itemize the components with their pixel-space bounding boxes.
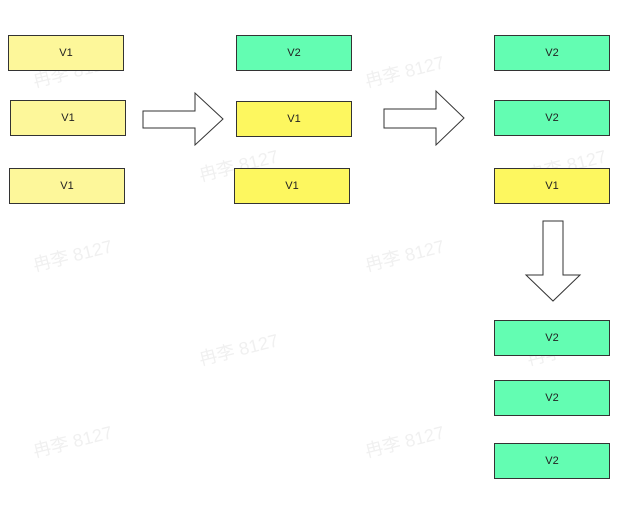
- watermark: 冉李 8127: [196, 330, 281, 370]
- stage1-box-3: V1: [9, 168, 125, 204]
- stage2-box-2: V1: [236, 101, 352, 137]
- watermark: 冉李 8127: [362, 236, 447, 276]
- stage1-box-2: V1: [10, 100, 126, 136]
- down-arrow-icon: [524, 220, 582, 302]
- stage3-box-3: V1: [494, 168, 610, 204]
- watermark: 冉李 8127: [362, 52, 447, 92]
- stage3-box-1: V2: [494, 35, 610, 71]
- stage4-box-2: V2: [494, 380, 610, 416]
- stage2-box-1: V2: [236, 35, 352, 71]
- stage3-box-2: V2: [494, 100, 610, 136]
- watermark: 冉李 8127: [30, 422, 115, 462]
- right-arrow-icon: [383, 89, 465, 147]
- right-arrow-icon: [142, 91, 224, 147]
- stage1-box-1: V1: [8, 35, 124, 71]
- stage2-box-3: V1: [234, 168, 350, 204]
- stage4-box-3: V2: [494, 443, 610, 479]
- stage4-box-1: V2: [494, 320, 610, 356]
- watermark: 冉李 8127: [362, 422, 447, 462]
- watermark: 冉李 8127: [30, 236, 115, 276]
